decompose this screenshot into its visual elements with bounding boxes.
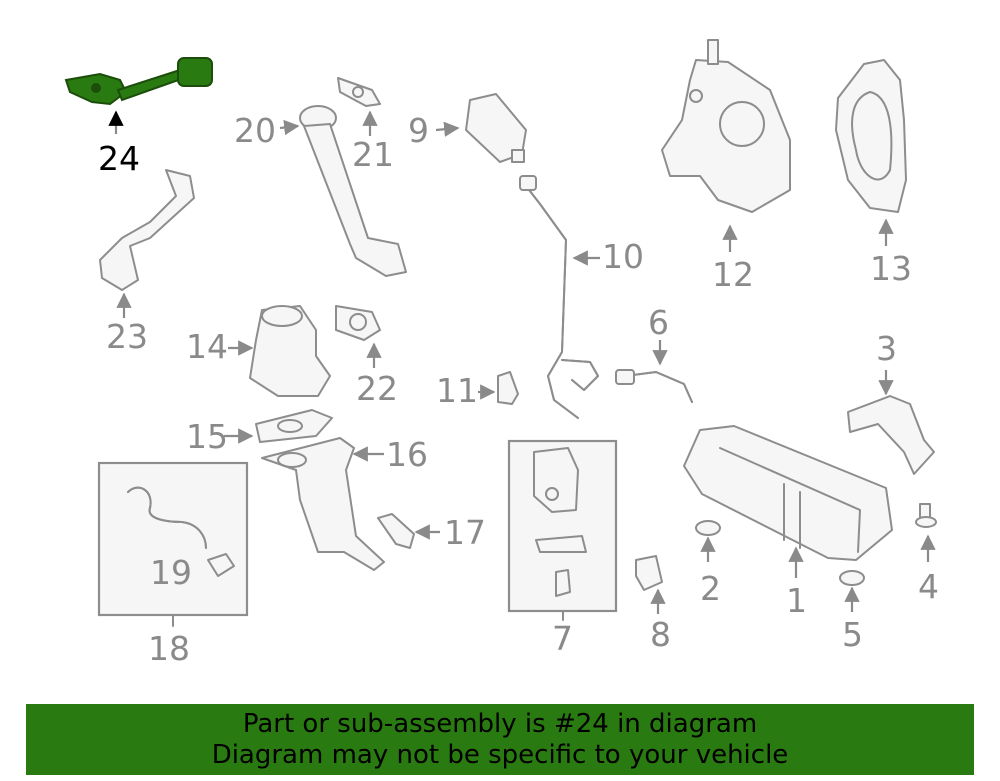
part-8-sensor xyxy=(635,555,663,591)
part-17-clip xyxy=(377,513,415,549)
callout-20: 20 xyxy=(234,111,276,150)
callout-22: 22 xyxy=(356,369,398,408)
callout-9: 9 xyxy=(408,111,429,150)
part-13-gasket xyxy=(835,59,907,213)
banner-line-1: Part or sub-assembly is #24 in diagram xyxy=(242,709,758,739)
callout-15: 15 xyxy=(186,417,228,456)
callout-8: 8 xyxy=(650,615,671,654)
callout-12: 12 xyxy=(712,255,754,294)
callout-24: 24 xyxy=(98,139,140,178)
part-14-valve xyxy=(249,305,331,397)
callout-6: 6 xyxy=(648,303,669,342)
callout-10: 10 xyxy=(602,237,644,276)
callout-13: 13 xyxy=(870,249,912,288)
part-3-bracket xyxy=(847,395,935,475)
part-2-grommet xyxy=(695,520,721,536)
part-23-bracket xyxy=(99,169,195,291)
part-12-pump xyxy=(661,39,791,213)
callout-2: 2 xyxy=(700,569,721,608)
callout-19: 19 xyxy=(150,553,192,592)
part-5-grommet xyxy=(839,570,865,586)
part-11-bracket xyxy=(497,371,519,405)
callout-4: 4 xyxy=(918,567,939,606)
parts-diagram: 24 23 20 21 9 10 12 xyxy=(64,39,939,668)
callout-7: 7 xyxy=(552,619,573,658)
part-18-hose xyxy=(127,486,207,549)
part-10-hose xyxy=(519,175,599,419)
part-24-sensor[interactable] xyxy=(64,57,213,106)
part-22-gasket xyxy=(335,305,381,341)
part-4-bolt xyxy=(915,503,937,528)
callout-14: 14 xyxy=(186,327,228,366)
part-19-clamp xyxy=(207,553,235,577)
part-16-cooler xyxy=(261,437,385,571)
part-21-gasket xyxy=(337,77,381,107)
banner-line-2: Diagram may not be specific to your vehi… xyxy=(211,740,789,770)
callout-16: 16 xyxy=(386,435,428,474)
part-6-hose xyxy=(615,369,693,403)
info-banner: Part or sub-assembly is #24 in diagram D… xyxy=(26,704,974,775)
callout-23: 23 xyxy=(106,317,148,356)
part-1-canister xyxy=(683,425,893,561)
callout-11: 11 xyxy=(436,371,478,410)
callout-1: 1 xyxy=(786,581,807,620)
callout-17: 17 xyxy=(444,513,486,552)
callout-21: 21 xyxy=(352,135,394,174)
part-20-pipe xyxy=(299,105,407,277)
part-7-contents xyxy=(533,447,587,597)
part-9-module xyxy=(465,93,527,163)
callout-18: 18 xyxy=(148,629,190,668)
part-18-box xyxy=(97,461,249,617)
part-15-gasket xyxy=(255,409,333,443)
callout-5: 5 xyxy=(842,615,863,654)
callout-3: 3 xyxy=(876,329,897,368)
